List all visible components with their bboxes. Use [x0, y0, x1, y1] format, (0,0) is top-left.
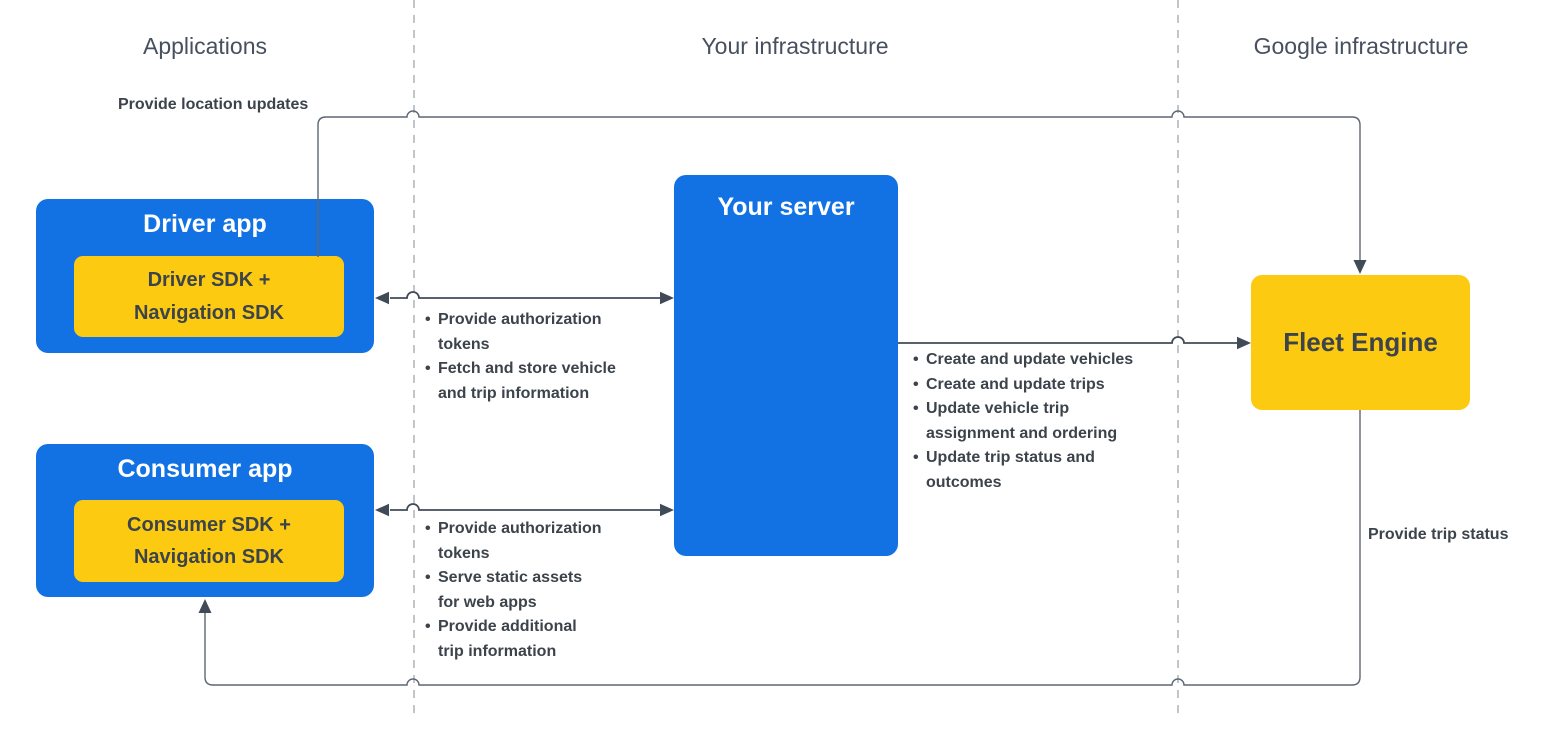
your-server-node: Your server — [674, 175, 898, 556]
bullet-dot-icon: • — [425, 360, 431, 377]
location-updates-label: Provide location updates — [118, 96, 309, 113]
bullet-text: Update trip status and outcomes — [926, 449, 1095, 491]
bullet-item: • Create and update trips — [913, 373, 1173, 398]
column-header-applications: Applications — [142, 33, 268, 59]
bullet-item: • Serve static assets for web apps — [425, 566, 660, 615]
bullet-dot-icon: • — [425, 311, 431, 328]
server-fleet-bullets: • Create and update vehicles • Create and u… — [913, 348, 1173, 495]
arrowhead-into-server-left-top-icon — [660, 291, 674, 305]
driver-server-bullets: • Provide authorization tokens • Fetch and … — [425, 308, 660, 406]
bullet-dot-icon: • — [913, 400, 919, 417]
bullet-text: Provide additional trip information — [438, 618, 577, 660]
bullet-dot-icon: • — [913, 375, 919, 393]
arrowhead-into-consumer-icon — [375, 503, 389, 517]
driver-sdk-box: Driver SDK + Navigation SDK — [74, 256, 344, 337]
arrowhead-into-server-left-bottom-icon — [660, 503, 674, 517]
bullet-item: • Create and update vehicles — [913, 348, 1173, 373]
bullet-text: Create and update vehicles — [926, 351, 1134, 368]
bullet-item: • Provide additional trip information — [425, 615, 660, 664]
driver-app-title: Driver app — [143, 210, 267, 238]
bullet-item: • Provide authorization tokens — [425, 308, 660, 357]
consumer-server-bullets: • Provide authorization tokens • Serve stat… — [425, 517, 660, 664]
edge-consumer-server — [390, 503, 661, 511]
bullet-dot-icon: • — [425, 569, 431, 586]
arrowhead-into-fleet-top-icon — [1353, 260, 1367, 274]
arrowhead-into-driver-icon — [375, 291, 389, 305]
bullet-text: Update vehicle trip assignment and order… — [926, 400, 1118, 442]
consumer-app-node: Consumer app Consumer SDK + Navigation S… — [36, 444, 374, 597]
bullet-text: Fetch and store vehicle and trip informa… — [438, 360, 616, 402]
bullet-text: Provide authorization tokens — [438, 311, 602, 353]
bullet-text: Serve static assets for web apps — [438, 569, 583, 611]
arrowhead-into-fleet-left-icon — [1237, 336, 1251, 350]
bullet-text: Create and update trips — [926, 375, 1105, 393]
bullet-dot-icon: • — [913, 351, 919, 368]
bullet-dot-icon: • — [913, 449, 919, 466]
bullet-dot-icon: • — [425, 520, 431, 537]
consumer-sdk-box: Consumer SDK + Navigation SDK — [74, 500, 344, 582]
edge-driver-server — [390, 291, 661, 299]
bullet-text: Provide authorization tokens — [438, 520, 602, 562]
arrowhead-into-consumer-bottom-icon — [198, 599, 212, 613]
bullet-dot-icon: • — [425, 618, 431, 635]
bullet-item: • Provide authorization tokens — [425, 517, 660, 566]
bullet-item: • Update trip status and outcomes — [913, 446, 1173, 495]
consumer-app-title: Consumer app — [117, 455, 293, 483]
trip-status-label: Provide trip status — [1368, 526, 1509, 543]
your-server-title: Your server — [717, 193, 855, 221]
bullet-item: • Fetch and store vehicle and trip inform… — [425, 357, 660, 406]
driver-app-node: Driver app Driver SDK + Navigation SDK — [36, 199, 374, 353]
bullet-item: • Update vehicle trip assignment and orde… — [913, 397, 1173, 446]
fleet-engine-node: Fleet Engine — [1251, 275, 1470, 410]
column-header-google-infrastructure: Google infrastructure — [1253, 33, 1469, 59]
column-header-your-infrastructure: Your infrastructure — [701, 33, 889, 59]
edge-server-fleet — [898, 336, 1237, 344]
